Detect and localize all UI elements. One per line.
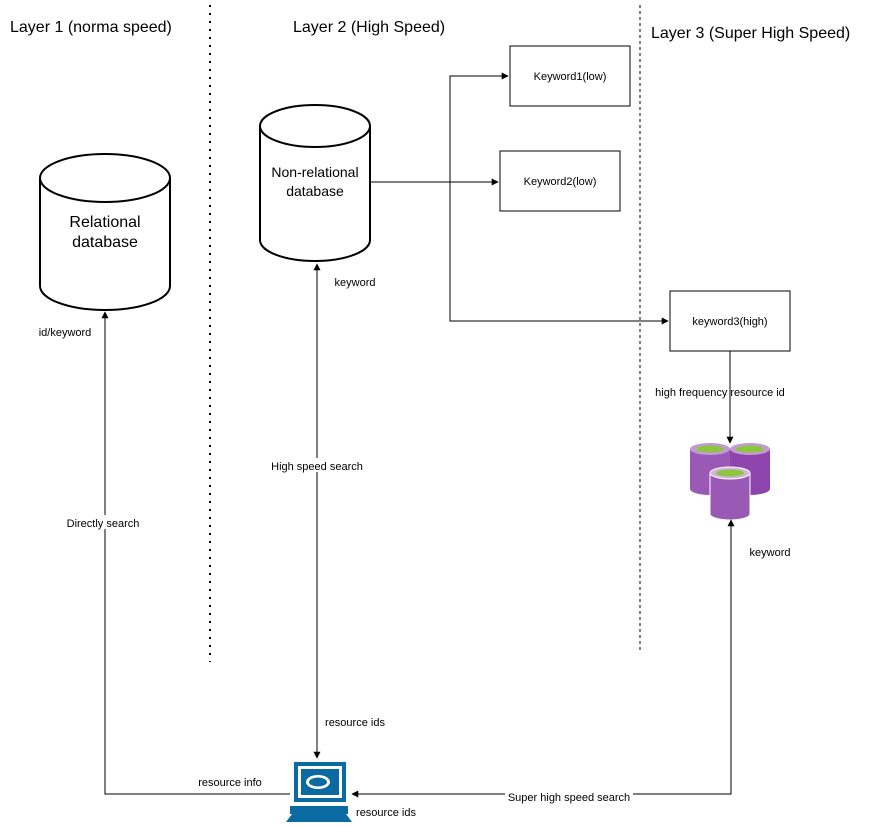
label-bg-directly-search	[62, 515, 144, 529]
label-keyword-nr: keyword	[335, 277, 376, 289]
keyword2-label: Keyword2(low)	[524, 176, 597, 188]
label-bg-high-speed-search	[268, 458, 366, 472]
label-resource-ids-top: resource ids	[325, 717, 385, 729]
relational-db-label-2: database	[72, 234, 138, 251]
relational-db-label-1: Relational	[69, 214, 140, 231]
cache-cluster-icon	[690, 443, 770, 521]
relational-database: Relational database	[39, 153, 171, 311]
label-super-high-speed-search: Super high speed search	[508, 792, 630, 804]
label-resource-ids-bottom: resource ids	[356, 807, 416, 819]
label-directly-search: Directly search	[67, 518, 140, 530]
edge-nr-to-keyword3	[449, 182, 669, 325]
keyword2-box: Keyword2(low)	[499, 150, 621, 212]
layer-3-title: Layer 3 (Super High Speed)	[651, 25, 850, 42]
keyword3-box: keyword3(high)	[669, 290, 791, 352]
label-high-frequency-resource-id: high frequency resource id	[655, 387, 785, 399]
edge-nr-to-keyword1	[370, 72, 509, 183]
label-high-speed-search: High speed search	[271, 461, 363, 473]
keyword1-box: Keyword1(low)	[509, 45, 631, 107]
label-keyword-cache: keyword	[750, 547, 791, 559]
label-bg-super-high-speed-search	[505, 789, 633, 803]
nonrelational-database: Non-relational database	[259, 104, 371, 262]
nonrelational-db-label-2: database	[286, 183, 344, 199]
label-resource-info: resource info	[198, 777, 262, 789]
keyword1-label: Keyword1(low)	[534, 71, 607, 83]
computer-terminal-icon	[286, 762, 352, 822]
edge-directly-search	[101, 311, 290, 795]
layer-2-title: Layer 2 (High Speed)	[293, 19, 445, 36]
edge-super-high-speed-search	[351, 519, 735, 798]
label-id-keyword: id/keyword	[39, 327, 92, 339]
nonrelational-db-label-1: Non-relational	[271, 164, 358, 180]
keyword3-label: keyword3(high)	[692, 316, 767, 328]
layer-1-title: Layer 1 (norma speed)	[10, 19, 172, 36]
